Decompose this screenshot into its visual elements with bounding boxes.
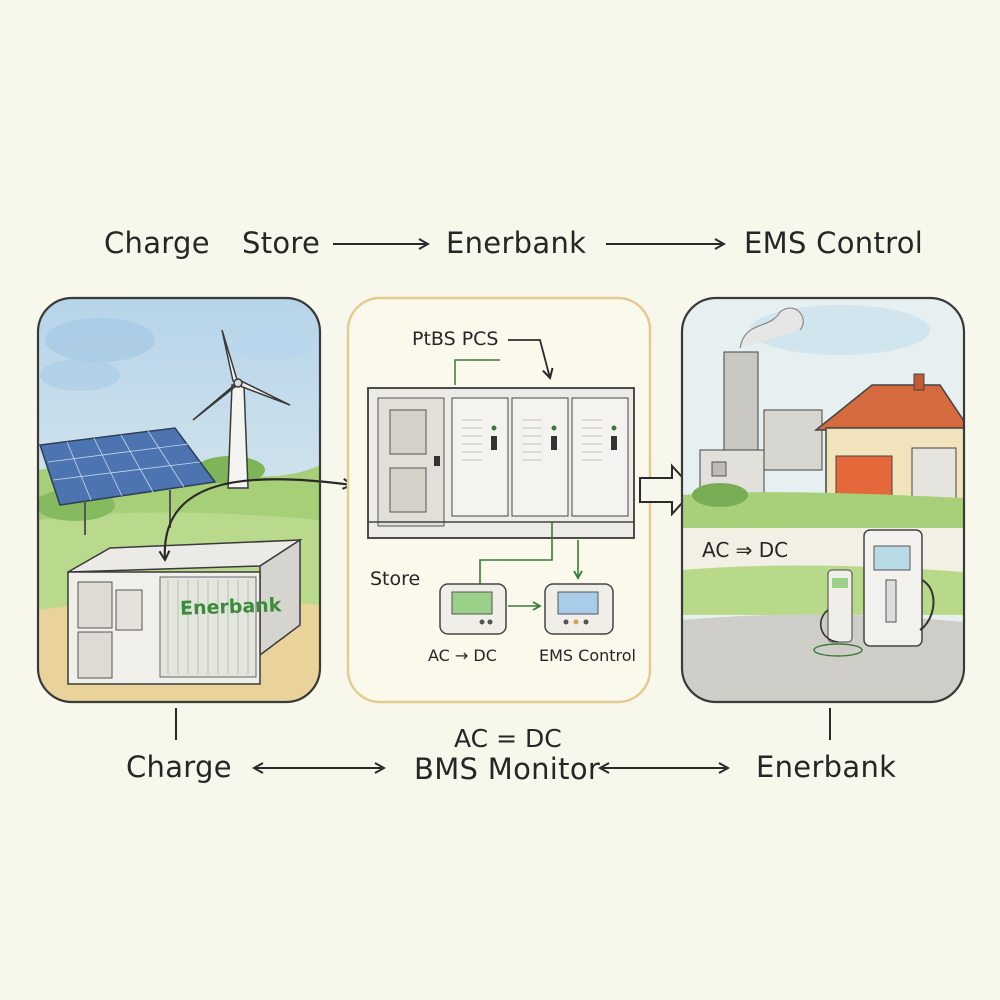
center-store-label: Store (370, 568, 421, 590)
bottom-label-charge: Charge (126, 750, 232, 784)
ems-device-label: EMS Control (539, 646, 636, 665)
center-panel-pcs-scene (346, 296, 652, 704)
top-label-enerbank: Enerbank (446, 226, 587, 260)
bottom-label-enerbank: Enerbank (756, 750, 897, 784)
left-panel-generation-scene (36, 296, 352, 704)
arrow-container-to-center (165, 479, 352, 560)
container-brand-label: Enerbank (179, 594, 282, 620)
wind-turbine (192, 329, 291, 489)
right-conversion-label: AC ⇒ DC (702, 538, 789, 562)
bottom-label-ac-dc: AC = DC (454, 724, 562, 753)
top-label-ems-control: EMS Control (744, 226, 924, 260)
pcs-label: PtBS PCS (412, 328, 499, 350)
bottom-label-bms-monitor: BMS Monitor (414, 752, 601, 786)
converter-device (439, 583, 507, 635)
converter-device-label: AC → DC (428, 646, 497, 665)
right-panel-consumer-scene (680, 296, 966, 704)
top-label-store: Store (242, 226, 321, 260)
ems-device (544, 583, 614, 635)
pcs-cabinets (451, 397, 629, 517)
ev-charger (813, 529, 935, 657)
battery-container (67, 538, 303, 685)
top-label-charge: Charge (104, 226, 210, 260)
